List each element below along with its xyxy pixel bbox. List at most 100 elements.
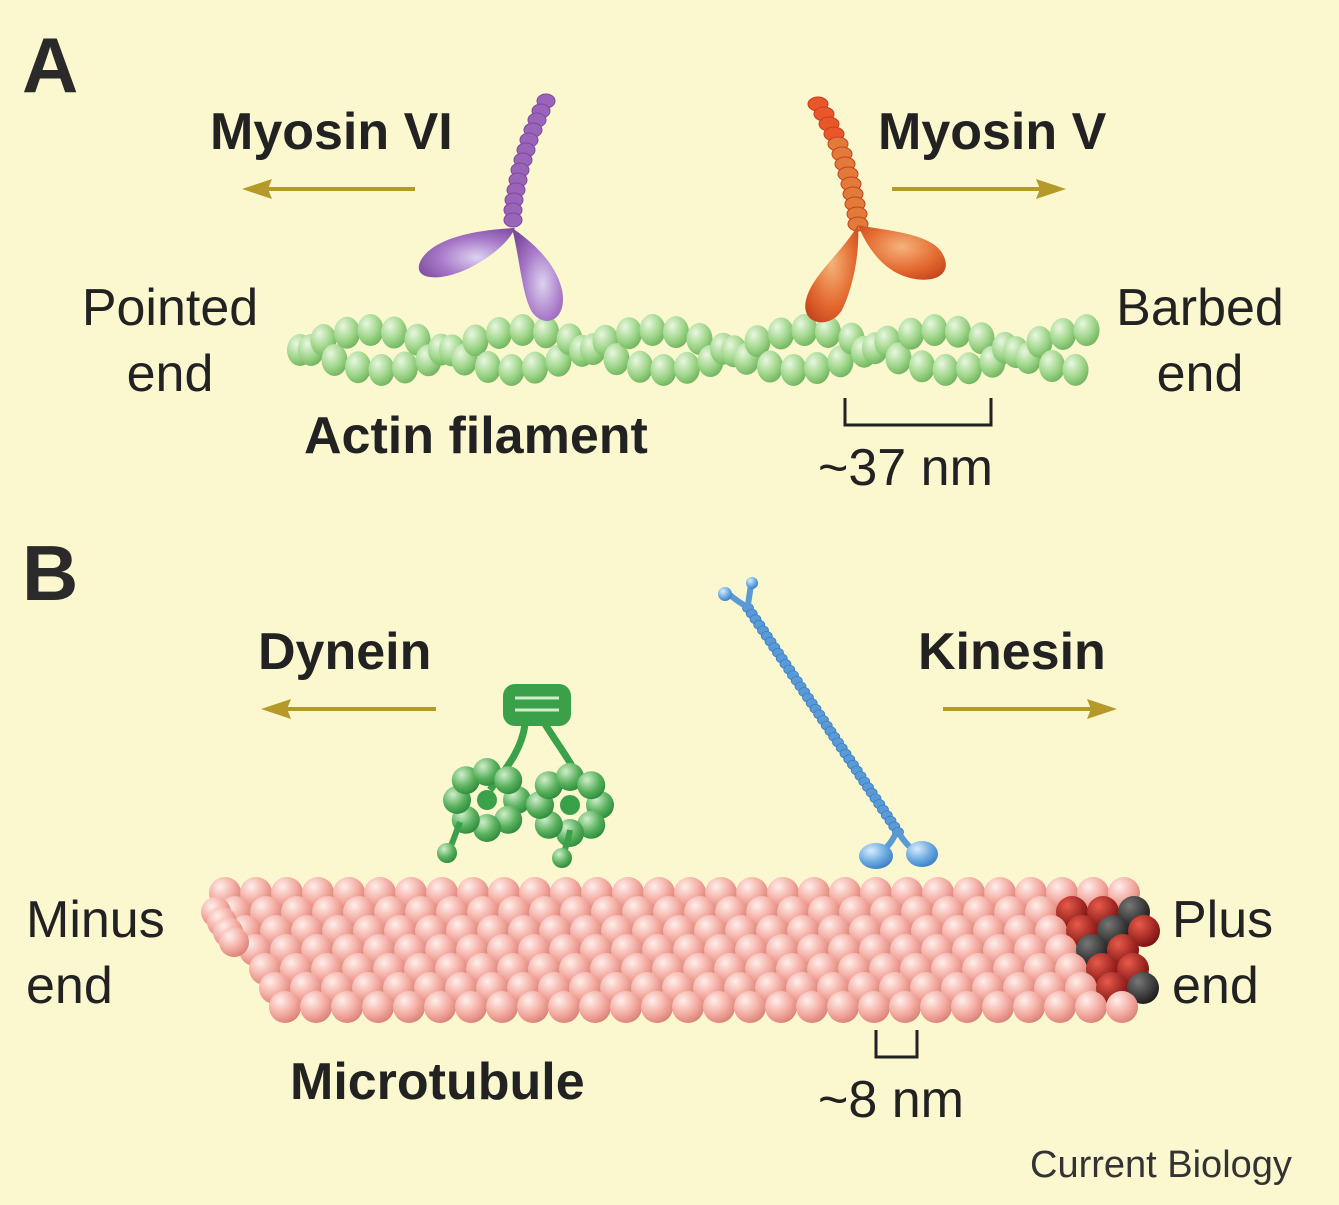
dynein-stalk-top: [503, 684, 571, 726]
actin-bead: [945, 315, 971, 348]
tubulin-subunit: [1075, 991, 1107, 1023]
myosin-v-head-right: [858, 225, 946, 280]
actin-filament: [287, 314, 1100, 386]
tubulin-subunit: [889, 991, 921, 1023]
actin-bead: [921, 314, 948, 347]
pointed-end-line1: Pointed: [81, 279, 259, 337]
arrow-right-kinesin: [943, 699, 1117, 719]
minus-end-line2: end: [26, 957, 113, 1015]
arrow-left-myosin-vi: [242, 179, 415, 199]
barbed-end-line2: end: [1156, 345, 1244, 403]
arrow-right-myosin-v: [892, 179, 1066, 199]
scale-label-8nm: ~8 nm: [818, 1071, 964, 1129]
tubulin-subunit: [951, 991, 983, 1023]
tubulin-subunit: [920, 991, 952, 1023]
tubulin-subunit: [455, 991, 487, 1023]
myosin-vi-motor: [418, 93, 563, 321]
tubulin-subunit: [393, 991, 425, 1023]
scale-bar-8nm: [874, 1030, 919, 1059]
actin-bead: [1050, 317, 1076, 350]
microtubule-label: Microtubule: [290, 1053, 585, 1111]
actin-bead: [368, 353, 395, 386]
actin-bead: [663, 316, 689, 349]
barbed-end-line1: Barbed: [1116, 279, 1284, 337]
actin-bead: [898, 317, 924, 350]
actin-bead: [815, 315, 841, 348]
tubulin-subunit: [703, 991, 735, 1023]
actin-bead: [956, 352, 982, 385]
dynein-motor: [437, 684, 614, 868]
dynein-label: Dynein: [258, 623, 432, 681]
actin-bead: [392, 351, 418, 384]
actin-bead: [533, 316, 559, 349]
actin-filament-label: Actin filament: [304, 407, 648, 465]
actin-bead: [804, 352, 830, 385]
tubulin-subunit: [1013, 991, 1045, 1023]
tubulin-subunit: [610, 991, 642, 1023]
panel-a-letter: A: [22, 21, 79, 109]
kinesin-motor: [718, 577, 938, 869]
actin-bead: [498, 353, 525, 386]
tubulin-subunit: [641, 991, 673, 1023]
myosin-v-head-left: [805, 225, 859, 323]
pointed-end-line2: end: [126, 345, 214, 403]
plus-end-line1: Plus: [1172, 891, 1274, 949]
myosin-vi-tail: [503, 93, 556, 228]
tubulin-subunit: [982, 991, 1014, 1023]
actin-bead: [757, 350, 783, 383]
journal-credit: Current Biology: [1030, 1144, 1292, 1186]
actin-bead: [932, 353, 959, 386]
actin-bead: [650, 353, 677, 386]
tubulin-subunit: [517, 991, 549, 1023]
actin-bead: [522, 351, 548, 384]
actin-bead: [744, 325, 771, 358]
actin-bead: [1073, 314, 1100, 347]
actin-bead: [509, 314, 536, 347]
tubulin-subunit: [424, 991, 456, 1023]
actin-bead: [768, 317, 794, 350]
myosin-v-motor: [805, 96, 946, 323]
actin-bead: [334, 316, 360, 349]
actin-bead: [1039, 350, 1065, 383]
tubulin-subunit: [548, 991, 580, 1023]
scale-bar-37nm: [843, 398, 993, 427]
myosin-vi-head-right: [512, 228, 563, 321]
actin-bead: [627, 350, 653, 383]
actin-bead: [616, 317, 642, 350]
tubulin-subunit: [269, 991, 301, 1023]
plus-end-line2: end: [1172, 957, 1259, 1015]
minus-end-line1: Minus: [26, 891, 165, 949]
tubulin-subunit: [827, 991, 859, 1023]
actin-bead: [357, 314, 384, 347]
actin-bead: [885, 342, 912, 375]
tubulin-subunit: [672, 991, 704, 1023]
actin-bead: [780, 353, 807, 386]
tubulin-subunit: [1127, 972, 1159, 1004]
tubulin-subunit: [1106, 991, 1138, 1023]
myosin-v-label: Myosin V: [878, 103, 1107, 161]
arrow-left-dynein: [261, 699, 436, 719]
actin-bead: [475, 351, 501, 384]
actin-bead: [381, 316, 407, 349]
actin-bead: [674, 351, 700, 384]
actin-bead: [639, 314, 666, 347]
tubulin-subunit: [579, 991, 611, 1023]
actin-bead: [462, 324, 489, 357]
tubulin-subunit: [300, 991, 332, 1023]
tubulin-subunit: [486, 991, 518, 1023]
actin-bead: [345, 351, 371, 384]
tubulin-subunit: [331, 991, 363, 1023]
actin-bead: [321, 343, 348, 376]
tubulin-subunit: [362, 991, 394, 1023]
tubulin-subunit: [1128, 915, 1160, 947]
actin-bead: [909, 350, 935, 383]
scale-label-37nm: ~37 nm: [818, 439, 993, 497]
myosin-vi-head-left: [418, 228, 515, 278]
myosin-vi-label: Myosin VI: [210, 103, 453, 161]
actin-bead: [968, 322, 995, 355]
actin-bead: [791, 314, 818, 347]
microtubule: [201, 877, 1160, 1023]
actin-bead: [486, 316, 512, 349]
kinesin-label: Kinesin: [918, 623, 1106, 681]
